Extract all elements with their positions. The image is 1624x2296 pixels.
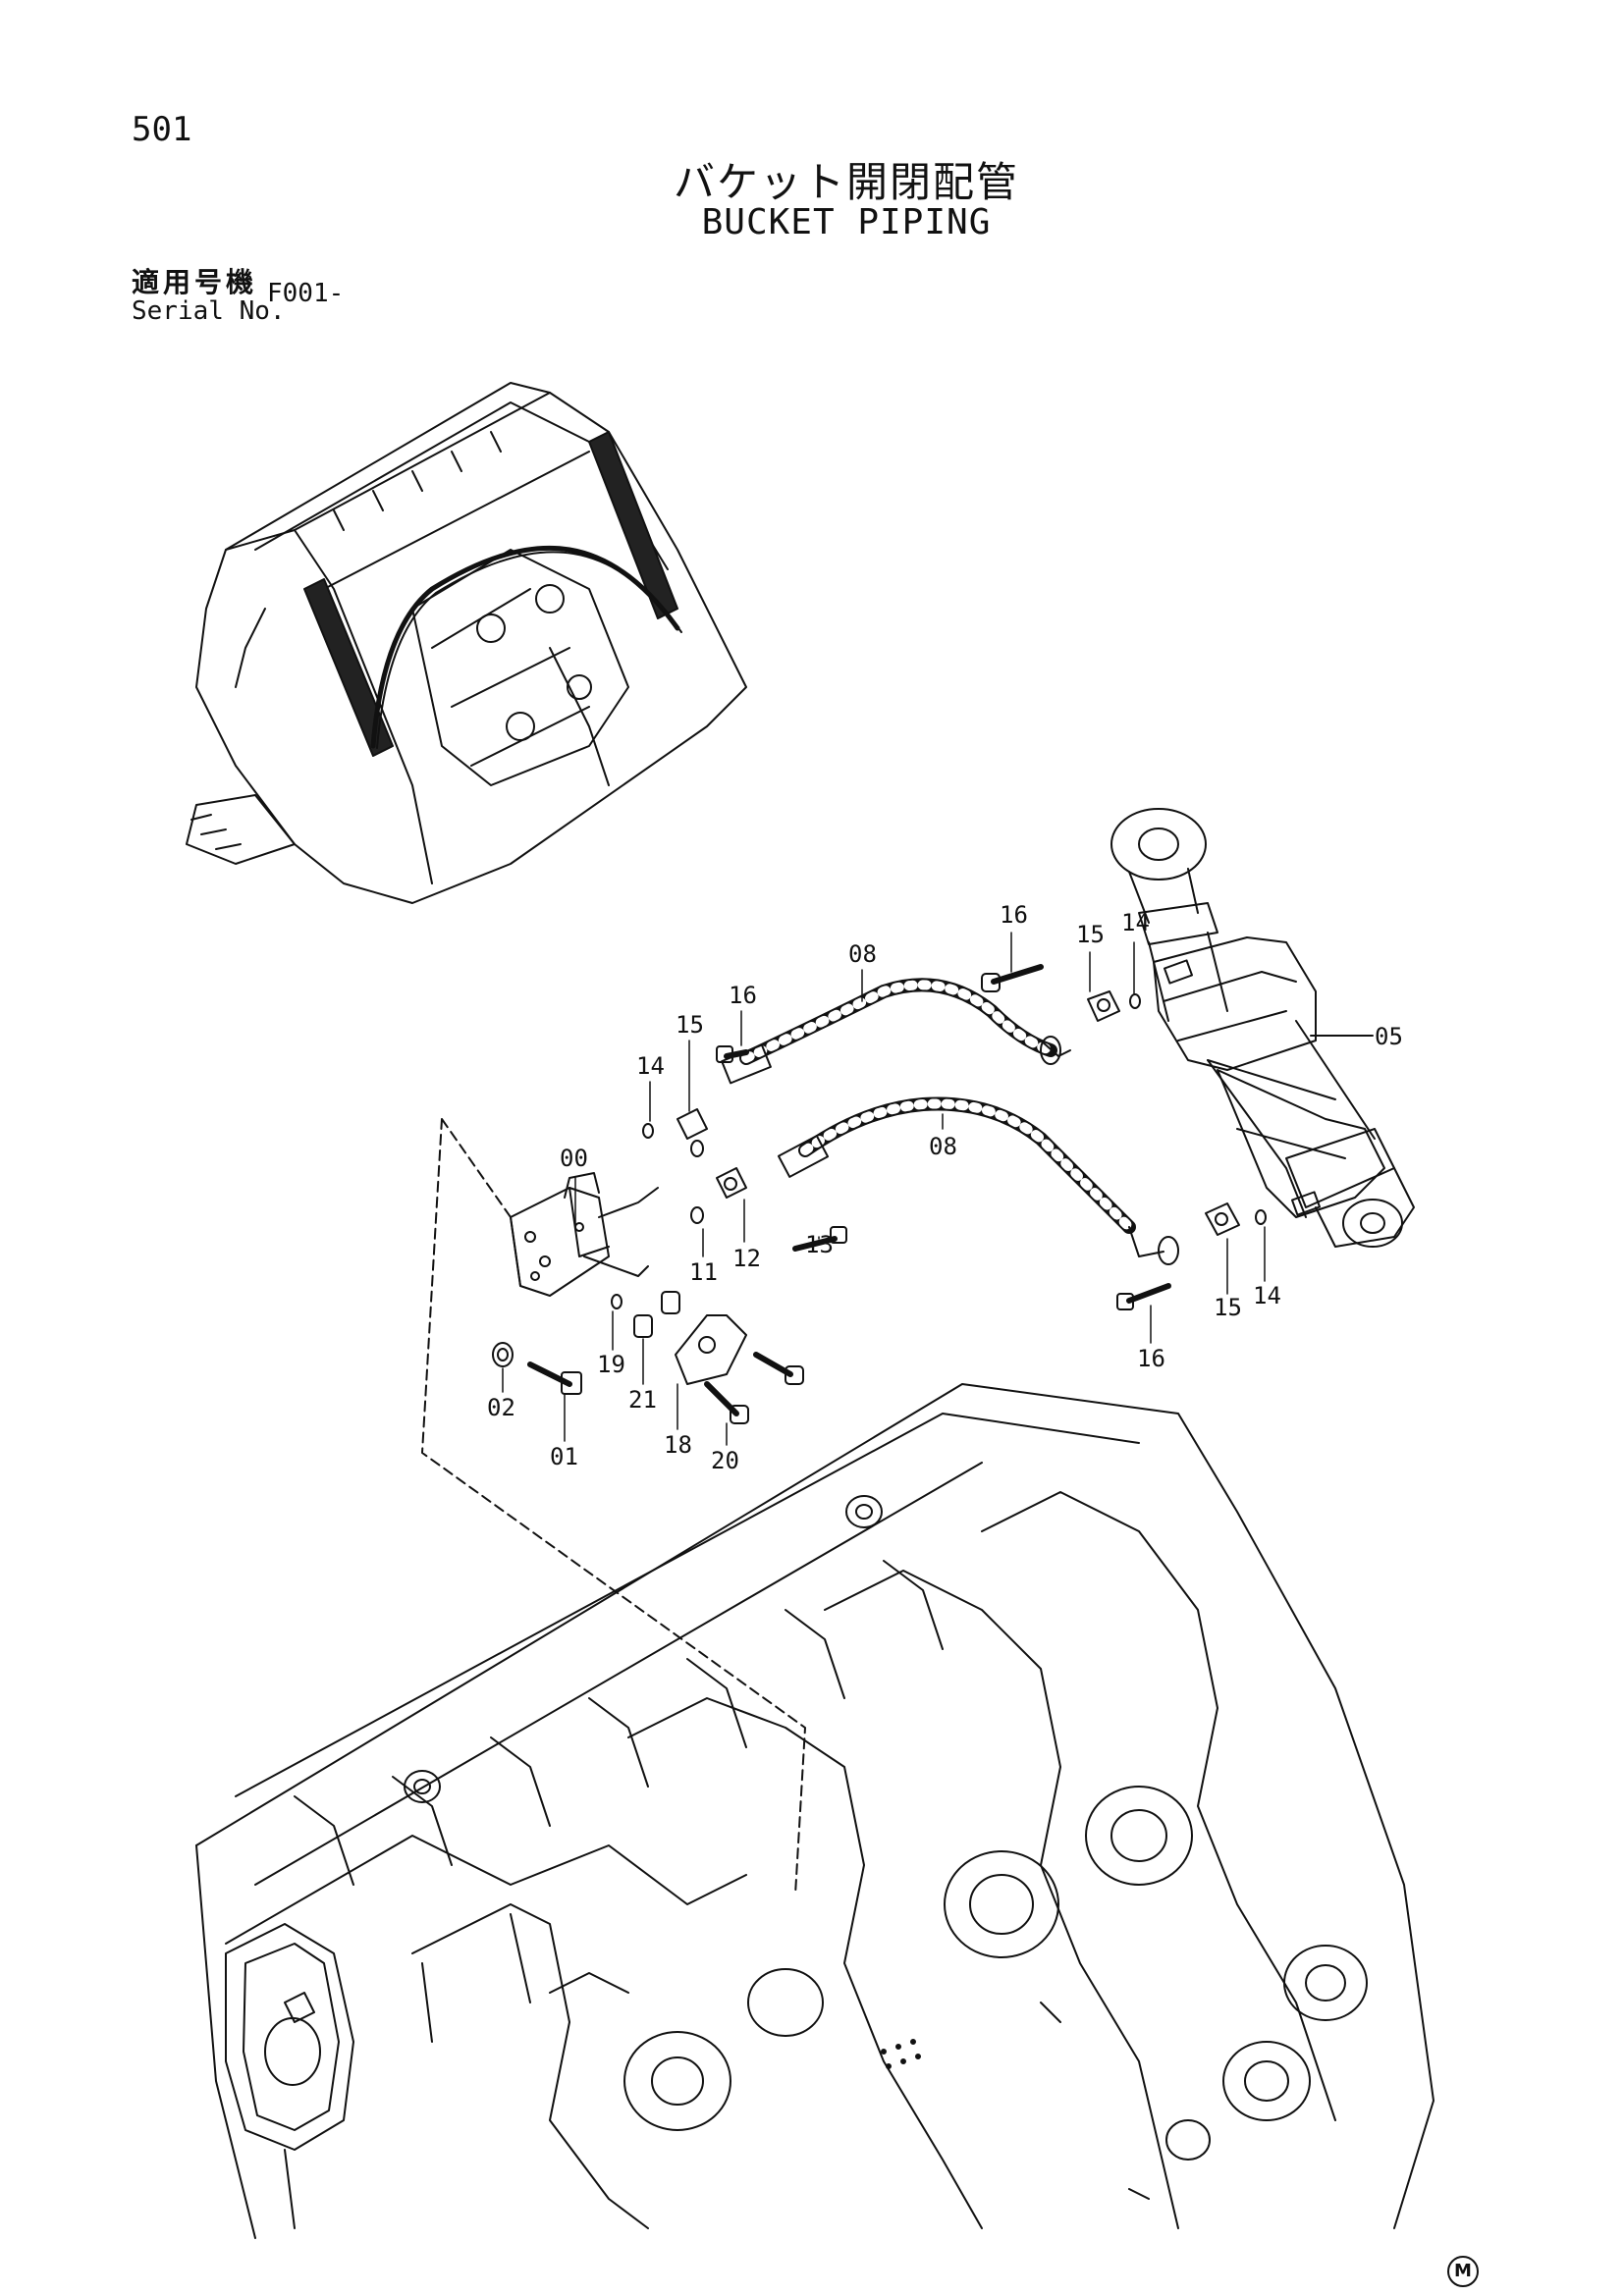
- serial-label-japanese: 適用号機: [132, 266, 258, 298]
- callout-20: 20: [711, 1447, 739, 1474]
- bucket-frame-drawing: [195, 1383, 1435, 2239]
- callout-14-top: 14: [1121, 909, 1150, 936]
- valve-block-drawing: [421, 1118, 806, 1896]
- callout-12: 12: [732, 1245, 761, 1272]
- callout-11: 11: [689, 1258, 718, 1286]
- callout-15-top: 15: [1076, 921, 1105, 948]
- callout-16-mid: 16: [729, 982, 757, 1009]
- serial-label-english: Serial No.: [132, 296, 286, 326]
- callout-08: 08: [848, 940, 877, 968]
- callout-16-top: 16: [1000, 901, 1028, 929]
- callout-13: 13: [805, 1231, 834, 1258]
- hose-08-drawing: [721, 978, 1071, 1085]
- callout-19: 19: [597, 1351, 625, 1378]
- page-title-japanese: バケット開閉配管: [673, 158, 1019, 206]
- callout-18: 18: [664, 1431, 692, 1459]
- hydraulic-cylinder-drawing: [1110, 808, 1415, 1248]
- callout-00: 00: [560, 1145, 588, 1172]
- callout-21: 21: [628, 1386, 657, 1414]
- callout-labels: 16 15 14 08 05 16 15 14 00 08 11 12 13 1…: [487, 901, 1403, 1474]
- callout-01: 01: [550, 1443, 578, 1470]
- bucket-overview-drawing: [186, 382, 747, 904]
- page-title-english: BUCKET PIPING: [701, 202, 992, 242]
- manufacturer-mark: M: [1447, 2256, 1479, 2287]
- callout-14-mid: 14: [636, 1052, 665, 1080]
- callout-05: 05: [1375, 1023, 1403, 1050]
- leader-lines: [502, 932, 1266, 1446]
- hose-07-drawing: [777, 1096, 1179, 1265]
- callout-02: 02: [487, 1394, 515, 1421]
- callout-16-right: 16: [1137, 1345, 1165, 1372]
- serial-value: F001-: [267, 279, 345, 308]
- callout-15-right: 15: [1214, 1294, 1242, 1321]
- callout-14-right: 14: [1253, 1282, 1281, 1309]
- page-number: 501: [132, 110, 192, 149]
- callout-07: 08: [929, 1133, 957, 1160]
- callout-15-mid: 15: [676, 1011, 704, 1039]
- fittings-drawing: [642, 964, 1267, 1310]
